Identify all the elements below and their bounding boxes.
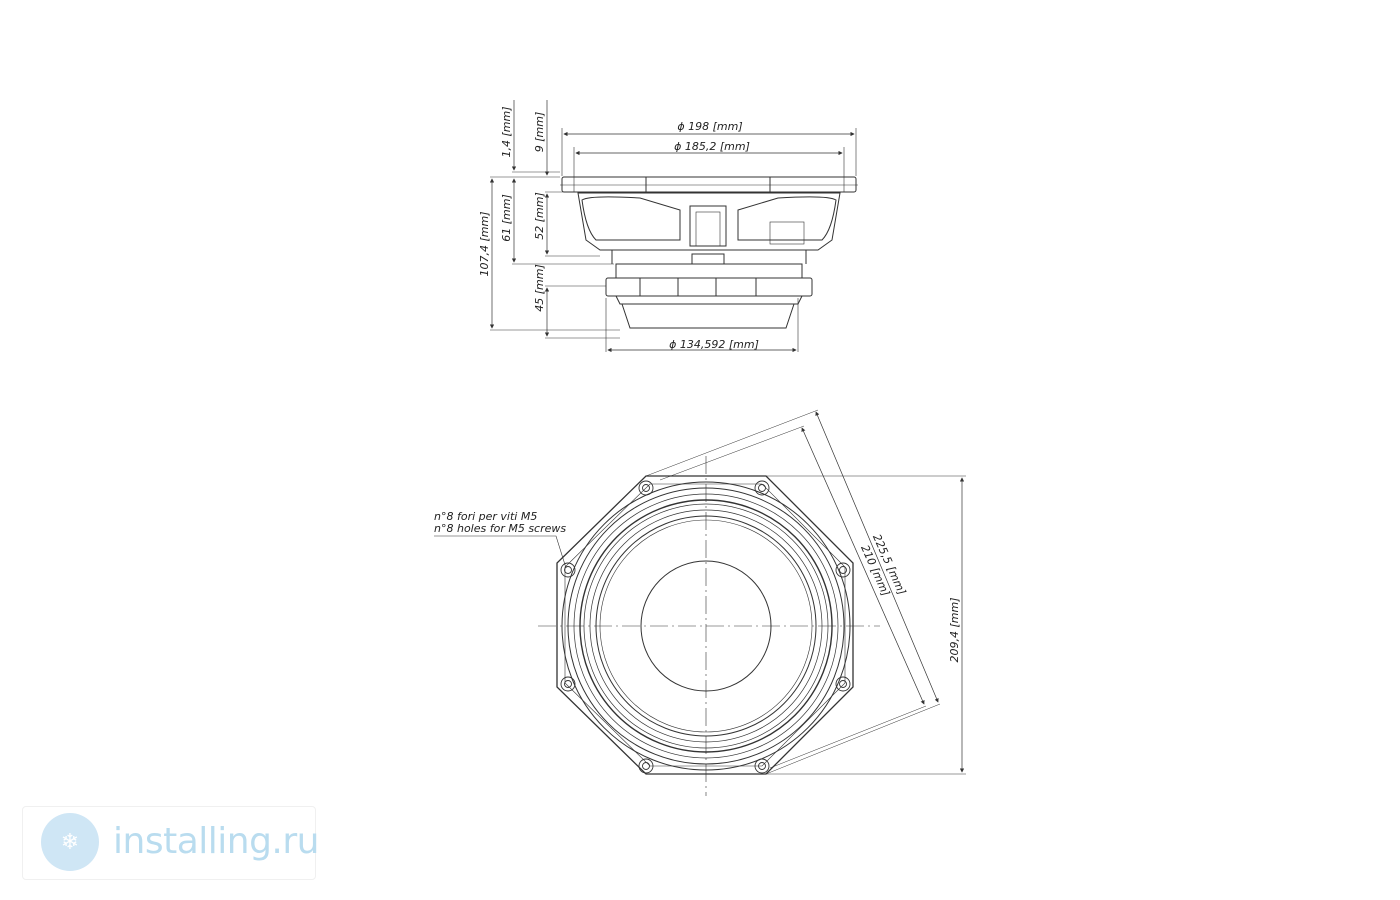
dim-flange: 1,4 [mm] — [500, 106, 513, 157]
dim-magnet-depth: 45 [mm] — [533, 264, 546, 312]
dim-cone-depth: 52 [mm] — [533, 192, 546, 240]
dim-total-depth: 107,4 [mm] — [478, 211, 491, 276]
watermark-logo-icon: ❄ — [41, 813, 99, 871]
dim-basket-depth: 61 [mm] — [500, 194, 513, 242]
side-view — [489, 100, 858, 353]
watermark-text: installing.ru — [113, 821, 319, 862]
dim-height: 209,4 [mm] — [948, 597, 961, 662]
holes-note-en: n°8 holes for M5 screws — [434, 522, 566, 535]
dim-magnet-diameter: ϕ 134,592 [mm] — [669, 338, 759, 351]
watermark: ❄ installing.ru — [22, 806, 319, 880]
dim-top: 9 [mm] — [533, 112, 546, 153]
dim-frame-diameter: ϕ 185,2 [mm] — [674, 140, 750, 153]
holes-note-it: n°8 fori per viti M5 — [434, 510, 537, 523]
dim-outer-diameter: ϕ 198 [mm] — [677, 120, 742, 133]
front-view — [434, 409, 966, 796]
